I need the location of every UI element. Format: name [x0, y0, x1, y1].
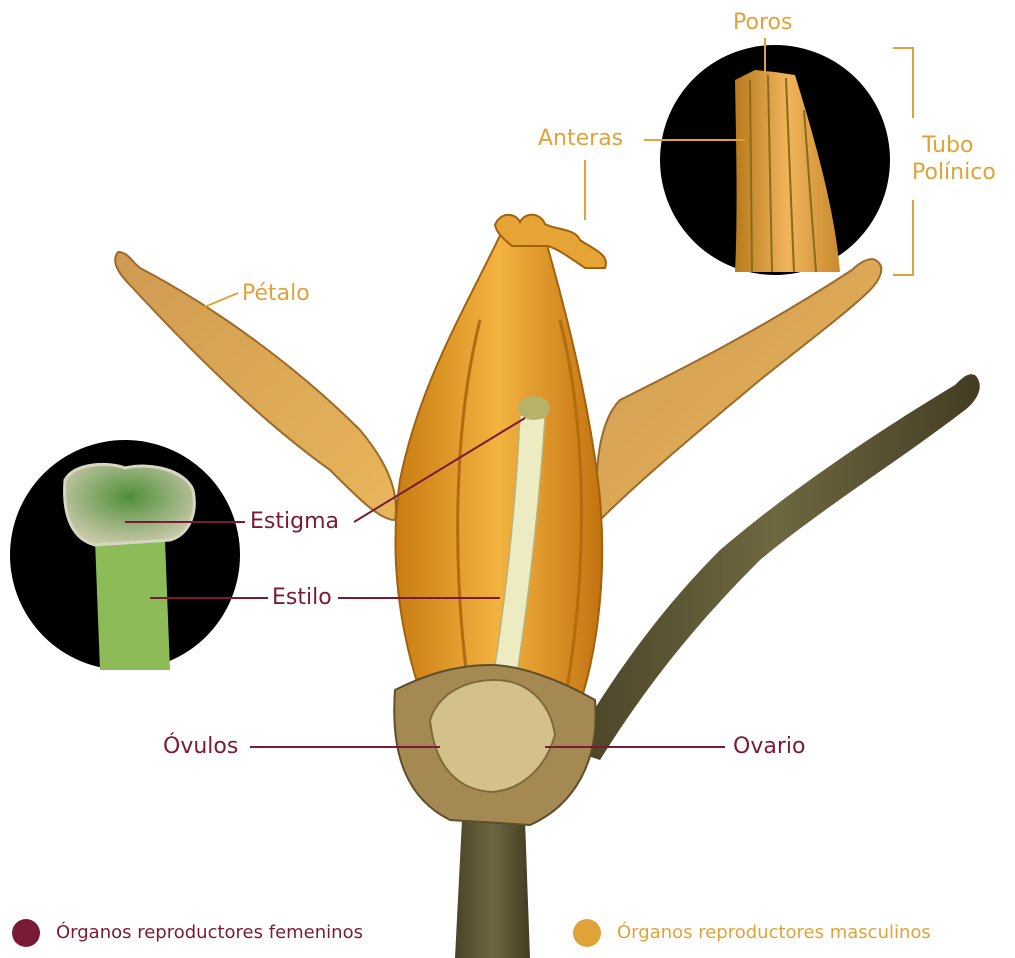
tubo-bracket — [893, 48, 913, 275]
stigma-closeup-inset — [10, 440, 240, 670]
label-anteras: Anteras — [538, 128, 623, 150]
label-ovario: Ovario — [733, 736, 805, 758]
legend-male-label: Órganos reproductores masculinos — [617, 924, 931, 942]
flower-stem — [455, 820, 530, 958]
label-tubo-line1: Tubo — [922, 135, 973, 157]
stigma — [518, 396, 550, 420]
label-poros: Poros — [733, 12, 792, 34]
legend-male-swatch — [573, 919, 601, 947]
legend-female-label: Órganos reproductores femeninos — [56, 924, 363, 942]
label-tubo-line2: Polínico — [912, 162, 996, 184]
label-ovulos: Óvulos — [163, 736, 238, 758]
anther-closeup-inset — [660, 45, 890, 275]
legend-female-swatch — [12, 919, 40, 947]
label-estilo: Estilo — [272, 587, 332, 609]
label-estigma: Estigma — [250, 511, 339, 533]
label-petalo: Pétalo — [242, 283, 310, 305]
